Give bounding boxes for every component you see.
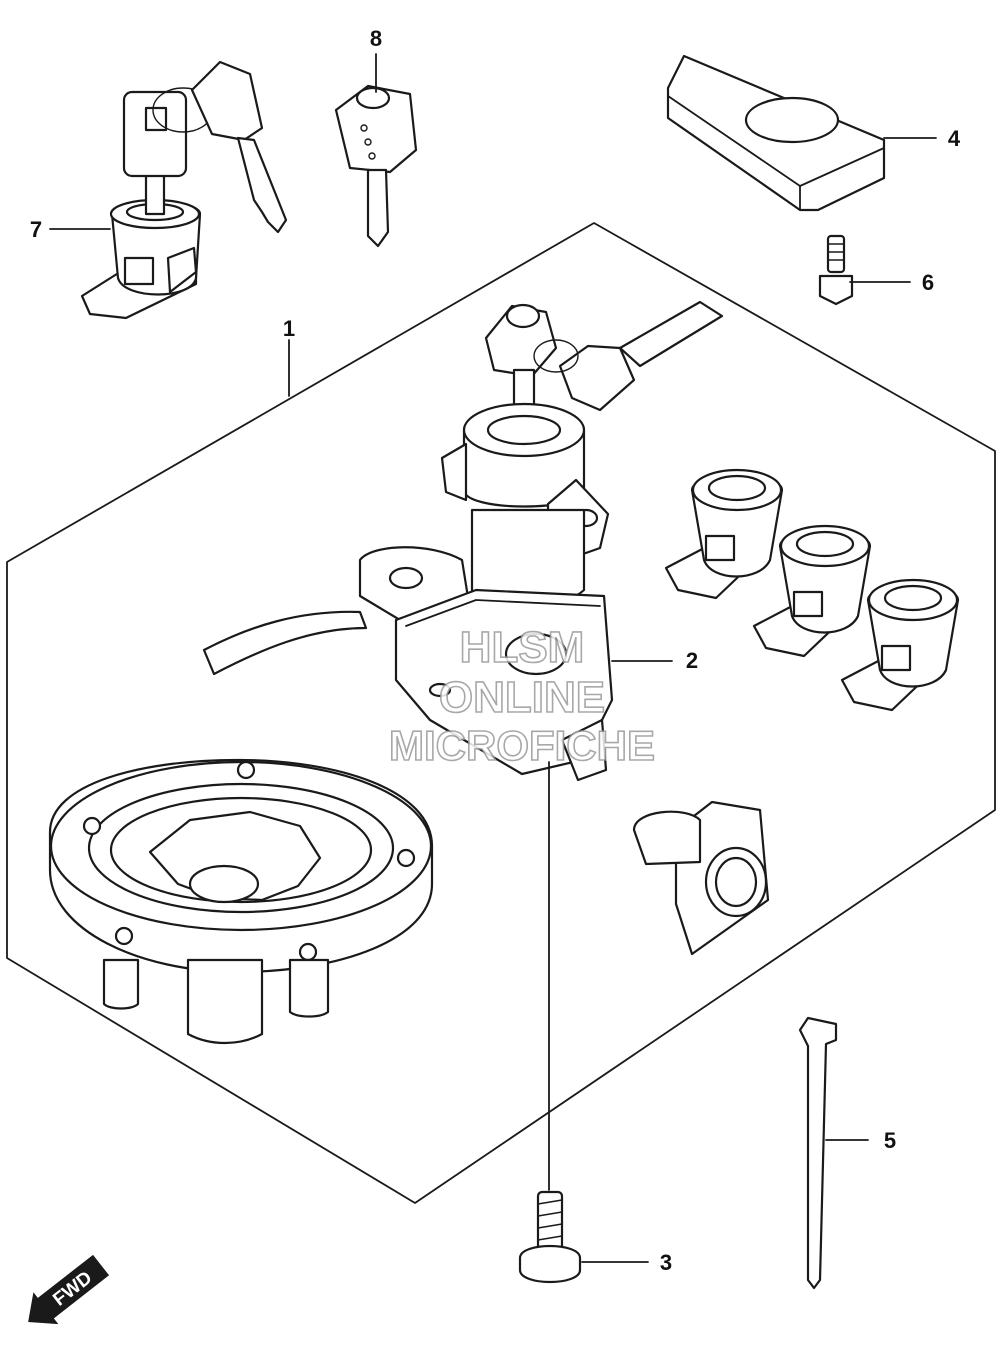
kit-outline xyxy=(6,222,996,1204)
watermark-line-1: HLSM xyxy=(460,623,585,672)
lock-cylinder-b xyxy=(752,524,872,658)
fwd-direction-badge: FWD xyxy=(28,1254,110,1325)
part-6-bolt xyxy=(818,234,854,306)
part-8-key xyxy=(334,84,418,248)
fuel-cap-ring xyxy=(48,758,434,1044)
watermark-line-2: ONLINE xyxy=(439,673,605,722)
fwd-arrow-icon xyxy=(28,1254,110,1325)
part-7-lock-with-keys xyxy=(80,60,288,320)
callout-7: 7 xyxy=(30,217,42,242)
lock-cylinder-d xyxy=(632,800,770,956)
leader-lines xyxy=(49,53,937,1263)
callout-6: 6 xyxy=(922,270,934,295)
part-5-cable-tie xyxy=(798,1016,838,1290)
callout-8: 8 xyxy=(370,26,382,51)
callout-5: 5 xyxy=(884,1128,896,1153)
part-2-ignition-switch xyxy=(202,300,724,782)
watermark-line-3: MICROFICHE xyxy=(389,722,655,769)
lock-cylinder-a xyxy=(664,468,784,600)
callout-4: 4 xyxy=(948,126,961,151)
callout-2: 2 xyxy=(686,648,698,673)
callout-3: 3 xyxy=(660,1250,672,1275)
lock-cylinder-c xyxy=(840,578,960,712)
callout-1: 1 xyxy=(283,316,295,341)
part-3-screw xyxy=(518,1190,582,1284)
part-4-pad xyxy=(666,54,886,212)
